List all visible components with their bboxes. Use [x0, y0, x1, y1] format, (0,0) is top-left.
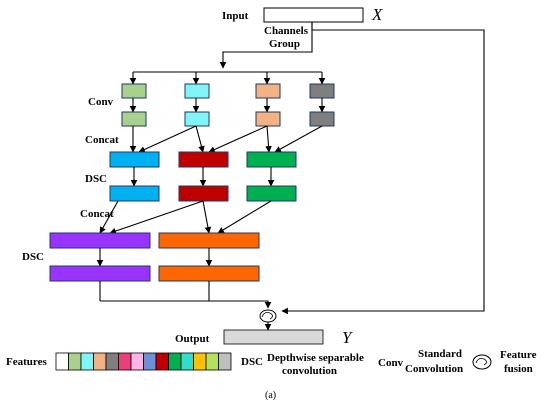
conv-block-2a — [184, 83, 210, 99]
dsc1-block-blue-b — [109, 185, 160, 202]
concat1-edges — [129, 125, 323, 153]
dsc1-block-red-b — [178, 185, 229, 202]
feature-cell — [68, 352, 82, 371]
y-symbol: Y — [342, 328, 353, 347]
conv-block-1b — [121, 111, 147, 127]
conv-block-4b — [309, 111, 335, 127]
features-label: Features — [6, 356, 47, 368]
conv-block-4a — [309, 83, 335, 99]
feature-cell — [55, 352, 69, 371]
skip-connection — [281, 22, 485, 315]
feature-cell — [93, 352, 107, 371]
conv-group-4 — [309, 72, 335, 127]
dsc1-block-blue-a — [109, 151, 160, 168]
feature-cell — [80, 352, 94, 371]
concat1-label: Concat — [85, 134, 119, 146]
conv-block-3a — [255, 83, 281, 99]
dsc2-block-purple-b — [49, 265, 151, 282]
conv-block-2b — [184, 111, 210, 127]
feature-cell — [218, 352, 232, 371]
conv-label: Conv — [88, 96, 114, 108]
legend-fusion-swirl — [475, 358, 487, 366]
conv-group-2 — [184, 72, 210, 127]
feature-cell — [118, 352, 132, 371]
dsc2-block-orange-b — [158, 265, 260, 282]
output-box — [223, 329, 324, 345]
feature-cell — [193, 352, 207, 371]
feature-cell — [180, 352, 194, 371]
legend-dsc-abbr: DSC — [241, 356, 263, 368]
legend-conv-line1: Standard — [418, 348, 462, 360]
conv-group-3 — [255, 72, 281, 127]
feature-cell — [143, 352, 157, 371]
feature-fusion-swirl — [261, 312, 273, 320]
dsc1-block-red-a — [178, 151, 229, 168]
legend-fusion-icon — [472, 354, 492, 370]
x-symbol: X — [371, 5, 383, 24]
feature-cell — [105, 352, 119, 371]
dsc2-block-orange-a — [158, 232, 260, 249]
input-label: Input — [222, 10, 249, 22]
group-label: Group — [269, 38, 300, 50]
dsc2-block-purple-a — [49, 232, 151, 249]
dsc1-block-green-a — [246, 151, 297, 168]
legend-dsc-line1: Depthwise separable — [267, 352, 364, 364]
legend-fusion-line2: fusion — [504, 363, 533, 375]
legend-dsc-line2: convolution — [282, 365, 337, 377]
legend-conv-abbr: Conv — [378, 357, 404, 369]
figure-caption: (a) — [265, 390, 276, 401]
legend-fusion-line1: Feature — [500, 349, 537, 361]
conv-block-1a — [121, 83, 147, 99]
concat2-label: Concat — [80, 208, 114, 220]
feature-cell — [205, 352, 219, 371]
feature-strip — [55, 352, 232, 371]
legend-conv-line2: Convolution — [405, 363, 463, 375]
dsc1-block-green-b — [246, 185, 297, 202]
feature-cell — [130, 352, 144, 371]
channels-label: Channels — [264, 25, 309, 37]
conv-block-3b — [255, 111, 281, 127]
input-box — [263, 7, 364, 23]
feature-cell — [168, 352, 182, 371]
feature-cell — [155, 352, 169, 371]
merge-bus — [100, 300, 272, 309]
input-to-split-arrow — [219, 22, 313, 69]
concat2-edges — [99, 200, 272, 235]
dsc1-label: DSC — [85, 173, 107, 185]
output-label: Output — [175, 333, 210, 345]
dsc2-label: DSC — [22, 251, 44, 263]
conv-group-1 — [121, 72, 147, 127]
